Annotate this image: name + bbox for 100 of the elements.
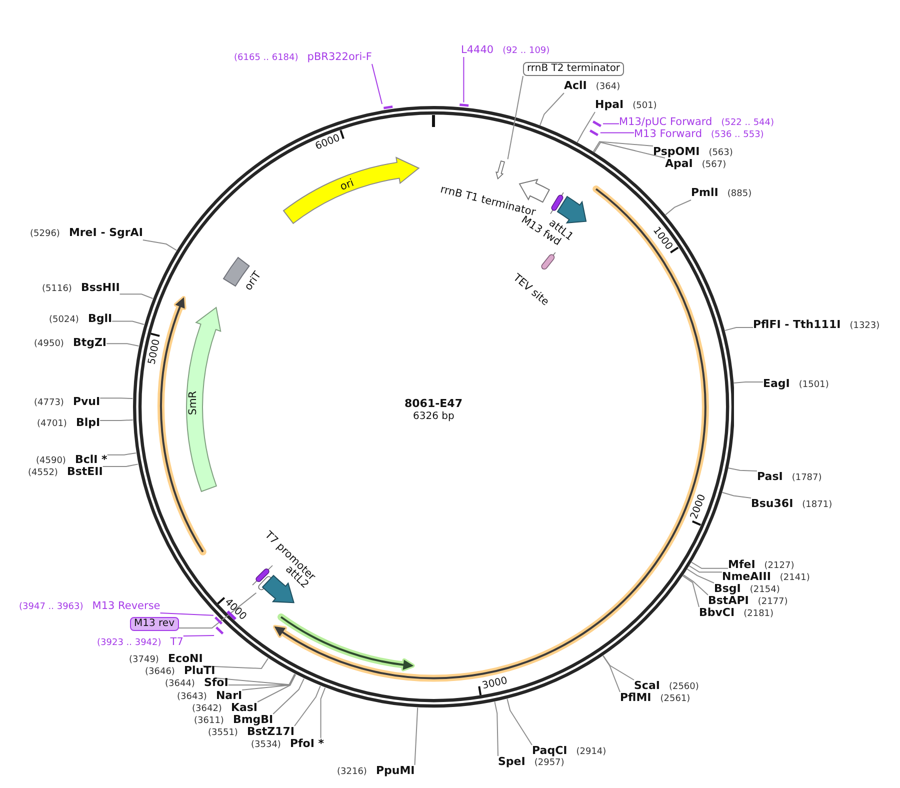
enzyme-name: NarI xyxy=(216,690,242,702)
enzyme-name: BbvCI xyxy=(699,607,735,619)
feature-label: TEV site xyxy=(510,272,552,308)
cut-site-position: (3642) xyxy=(192,703,222,715)
cut-site-position: (3749) xyxy=(129,654,159,666)
enzyme-name: Bsu36I xyxy=(751,498,794,510)
cut-site-position: (1501) xyxy=(798,379,829,391)
leader-line xyxy=(690,562,728,569)
leader-line xyxy=(576,112,596,143)
primer-marker-icon xyxy=(591,119,603,129)
enzyme-name: BstEII xyxy=(66,466,103,478)
enzyme-name: PflFI - Tth111I xyxy=(753,319,841,331)
leader-line xyxy=(214,674,296,686)
cut-site-position: (2177) xyxy=(758,596,788,608)
leader-line xyxy=(592,141,654,152)
cut-site-position: (3551) xyxy=(208,727,238,739)
enzyme-name: SpeI xyxy=(498,756,526,768)
cut-site-position: (4552) xyxy=(28,467,58,479)
leader-line xyxy=(688,565,722,573)
enzyme-name: HpaI xyxy=(595,99,624,111)
leader-line xyxy=(182,634,215,636)
primer-name: L4440 xyxy=(461,44,494,56)
enzyme-name: PflMI xyxy=(620,692,652,704)
cut-site-position: (3646) xyxy=(145,666,175,678)
cut-site-position: (2957) xyxy=(534,757,564,769)
leader-line xyxy=(100,398,134,399)
leader-line xyxy=(463,56,464,103)
enzyme-name: BtgZI xyxy=(72,337,107,349)
leader-line xyxy=(294,685,321,726)
primer-marker-icon xyxy=(382,104,394,111)
enzyme-name: NmeAIII xyxy=(722,571,771,583)
enzyme-name: BglI xyxy=(88,313,112,325)
enzyme-name: ApaI xyxy=(665,158,693,170)
leader-line xyxy=(664,200,692,216)
primer-range: (6165 .. 6184) xyxy=(234,52,298,64)
enzyme-name: ScaI xyxy=(634,680,660,692)
leader-line xyxy=(539,92,564,126)
cut-site-position: (2141) xyxy=(780,572,810,584)
cut-site-position: (501) xyxy=(632,100,657,112)
cut-site-position: (2560) xyxy=(668,681,699,693)
scale-label: 5000 xyxy=(146,338,164,366)
leader-line xyxy=(178,592,257,628)
scale-label: 6000 xyxy=(314,133,342,154)
leader-line xyxy=(106,452,137,456)
leader-line xyxy=(257,674,296,702)
leader-line xyxy=(272,678,304,714)
enzyme-name: BsgI xyxy=(714,583,741,595)
cut-site-position: (3534) xyxy=(251,739,281,751)
leader-line xyxy=(602,655,634,680)
enzyme-name: BmgBI xyxy=(232,714,274,726)
leader-line xyxy=(507,76,524,160)
cut-site-position: (3643) xyxy=(177,691,207,703)
primer-name: M13 Reverse xyxy=(92,600,160,612)
scale-label: 2000 xyxy=(689,492,710,521)
leader-line xyxy=(682,574,708,596)
primer-name: T7 xyxy=(170,636,184,648)
cut-site-position: (4701) xyxy=(37,418,67,430)
cut-site-position: (2181) xyxy=(744,608,774,620)
cut-site-position: (4590) xyxy=(36,455,66,467)
plasmid-size: 6326 bp xyxy=(412,410,454,423)
primer-range: (3947 .. 3963) xyxy=(19,601,84,613)
enzyme-name: SfoI xyxy=(204,677,228,689)
enzyme-name: BstAPI xyxy=(708,595,749,607)
scale-label: 3000 xyxy=(482,676,510,693)
enzyme-name: BlpI xyxy=(76,417,100,429)
cut-site-position: (3644) xyxy=(165,678,195,690)
leader-line xyxy=(602,123,620,124)
leader-line xyxy=(142,240,178,251)
leader-line xyxy=(102,464,138,467)
feature-label: SmR xyxy=(186,390,199,416)
cut-site-position: (1323) xyxy=(850,320,880,332)
cut-site-position: (2561) xyxy=(660,693,690,705)
enzyme-name: PluTI xyxy=(184,665,216,677)
plasmid-name: 8061-E47 xyxy=(404,396,462,410)
enzyme-name: MreI - SgrAI xyxy=(68,227,143,239)
leader-line xyxy=(160,612,214,616)
feature-marker-icon xyxy=(493,159,508,182)
primer-marker-icon xyxy=(214,624,226,636)
enzyme-name: AclI xyxy=(564,80,587,92)
primer-marker-icon xyxy=(213,615,224,626)
primer-name: M13/pUC Forward xyxy=(619,116,712,128)
leader-line xyxy=(600,132,634,134)
enzyme-name: PfoI * xyxy=(290,738,324,750)
cut-site-position: (2154) xyxy=(750,584,780,596)
leader-line xyxy=(686,568,714,584)
leader-line xyxy=(106,343,140,346)
cut-site-position: (5296) xyxy=(30,228,60,240)
enzyme-name: MfeI xyxy=(728,559,756,571)
leader-line xyxy=(100,419,134,421)
leader-line xyxy=(724,327,754,332)
cut-site-position: (885) xyxy=(727,188,752,200)
leader-line xyxy=(414,707,418,766)
cut-site-position: (3216) xyxy=(337,766,367,778)
primer-marker-icon xyxy=(458,102,470,109)
cut-site-position: (4950) xyxy=(34,338,64,350)
cut-site-position: (364) xyxy=(596,81,620,93)
cut-site-position: (2127) xyxy=(764,560,794,572)
leader-line xyxy=(722,492,752,498)
enzyme-name: PaqCI xyxy=(532,745,568,757)
leader-line xyxy=(728,468,758,472)
